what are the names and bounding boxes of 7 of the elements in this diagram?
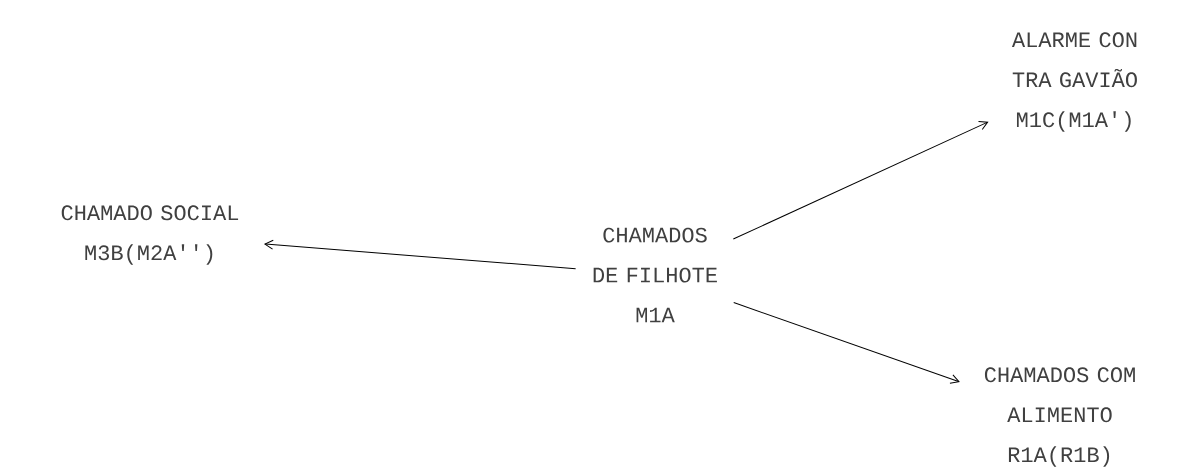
label-text: CHAMADO SOCIAL M3B(M2A'') xyxy=(61,205,239,265)
label-text: ALARME CON TRA GAVIÃO M1C(M1A') xyxy=(1011,32,1137,132)
arrow xyxy=(732,120,989,240)
label-text: CHAMADOS DE FILHOTE M1A xyxy=(593,227,717,323)
label-text: CHAMADOS COM ALIMENTO R1A(R1B) xyxy=(984,367,1135,467)
arrow xyxy=(733,302,960,384)
arrow xyxy=(264,239,577,270)
